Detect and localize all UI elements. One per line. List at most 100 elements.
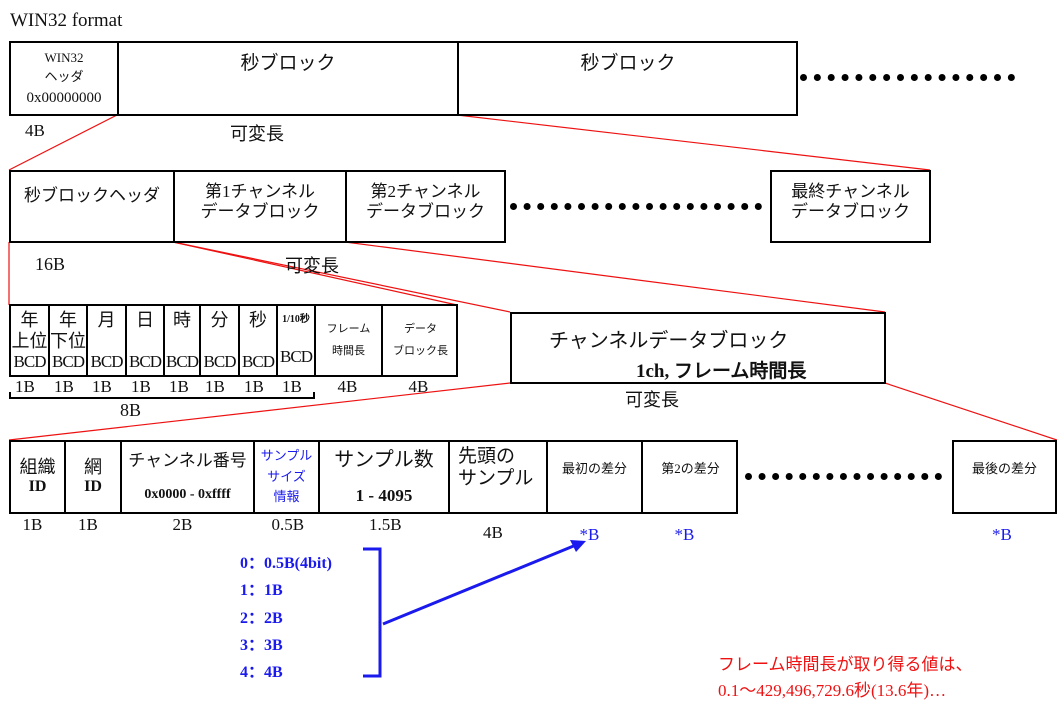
size-label: 1.5B (369, 515, 402, 534)
cell-value: ID (28, 478, 47, 496)
cell-label: 先頭の (458, 446, 516, 467)
size-label: 1B (92, 377, 112, 396)
file-structure-row: WIN32 ヘッダ 0x00000000 秒ブロック 秒ブロック (9, 41, 798, 116)
cell-label: 第2チャンネル (370, 182, 481, 201)
size-label: 1B (15, 377, 35, 396)
expand-line (172, 241, 511, 313)
cell-value: 1 - 4095 (355, 485, 413, 505)
field-encoding: BCD (52, 351, 85, 371)
sample-size-item: 2：2B (240, 609, 283, 627)
size-label: 1B (22, 515, 43, 534)
second-block-cell: 秒ブロック (119, 43, 459, 114)
sample-size-list: 0：0.5B(4bit) 1：1B 2：2B 3：3B 4：4B (240, 550, 332, 686)
cell-label: データブロック (791, 201, 910, 221)
size-label: 8B (120, 400, 142, 420)
sample-size-bracket (363, 547, 382, 678)
size-label: *B (992, 525, 1012, 544)
frame-length-note: フレーム時間長が取り得る値は、 0.1～429,496,729.6秒(13.6年… (718, 652, 973, 704)
header-value: 0x00000000 (26, 89, 102, 106)
size-label: 4B (25, 121, 45, 140)
size-label: *B (674, 525, 695, 544)
field-encoding: BCD (90, 351, 124, 371)
second-block-label: 秒ブロック (580, 53, 676, 74)
header-label: ヘッダ (44, 69, 84, 85)
cell-label: ブロック長 (393, 345, 448, 357)
field-name: 月 (97, 309, 116, 330)
date-field-cell: 日 BCD (127, 306, 165, 375)
field-encoding: BCD (280, 346, 313, 366)
date-field-cell: 1/10秒 BCD (278, 306, 316, 375)
last-channel-cell: 最終チャンネルデータブロック (772, 172, 929, 241)
8b-bracket (9, 392, 315, 399)
first-sample-cell: 先頭のサンプル (450, 442, 548, 512)
channel-block-subtitle: 1ch, フレーム時間長 (636, 361, 807, 382)
cell-label: サンプル (260, 447, 313, 463)
field-name: 1/10秒 (282, 314, 310, 326)
cell-label: データブロック (366, 201, 485, 221)
field-sub: 下位 (50, 330, 86, 351)
sample-size-info-cell: サンプルサイズ情報 (255, 442, 320, 512)
cell-value: ID (84, 478, 102, 496)
first-diff-cell: 最初の差分 (548, 442, 643, 512)
size-label: 1B (131, 377, 151, 396)
continuation-dots (745, 473, 942, 480)
arrow-line (382, 543, 577, 626)
size-label: 0.5B (271, 515, 305, 534)
size-label: 可変長 (285, 256, 339, 276)
expand-line (172, 241, 458, 306)
last-diff-cell: 最後の差分 (952, 440, 1057, 514)
field-sub: 上位 (11, 330, 48, 351)
cell-label: 第2の差分 (661, 461, 720, 476)
channel-2-data-block-cell: 第2チャンネルデータブロック (347, 172, 504, 241)
cell-label: サンプル数 (334, 448, 434, 471)
sample-count-cell: サンプル数 1 - 4095 (320, 442, 450, 512)
cell-label: データ (404, 323, 437, 335)
field-encoding: BCD (13, 351, 47, 371)
field-name: 年 (20, 309, 39, 330)
field-name: 日 (136, 309, 154, 330)
field-encoding: BCD (129, 351, 162, 371)
size-label: 可変長 (230, 124, 284, 144)
cell-label: サンプル (458, 467, 534, 489)
size-label: 可変長 (625, 390, 679, 410)
size-label: 1B (205, 377, 225, 396)
size-label: 4B (408, 377, 429, 396)
size-label: 1B (78, 515, 98, 534)
second-block-row: 秒ブロックヘッダ 第1チャンネルデータブロック 第2チャンネルデータブロック (9, 170, 506, 243)
cell-label: 時間長 (332, 345, 365, 357)
size-label: 4B (337, 377, 358, 396)
expand-line (8, 382, 511, 441)
expand-line (344, 241, 886, 313)
header-label: WIN32 (44, 49, 84, 65)
date-field-cell: 月 BCD (88, 306, 127, 375)
size-label: 16B (35, 254, 66, 274)
field-name: 時 (173, 309, 191, 330)
cell-label: フレーム (326, 323, 371, 335)
expand-line (456, 114, 931, 171)
continuation-dots (800, 74, 1015, 81)
block-length-cell: データブロック長 (383, 306, 458, 375)
cell-label: 網 (84, 457, 102, 478)
channel-block-title: チャンネルデータブロック (549, 330, 789, 352)
size-label: 1B (54, 377, 74, 396)
sample-size-item: 1：1B (240, 582, 283, 600)
continuation-dots (510, 203, 762, 210)
size-label: 4B (483, 523, 503, 542)
field-name: 年 (59, 309, 77, 330)
frame-length-cell: フレーム時間長 (316, 306, 383, 375)
cell-label: 組織 (19, 457, 56, 478)
note-line: 0.1～429,496,729.6秒(13.6年)… (718, 681, 947, 700)
diagram-title: WIN32 format (10, 10, 123, 31)
second-block-cell: 秒ブロック (459, 43, 797, 114)
sample-size-item: 4：4B (240, 664, 283, 682)
